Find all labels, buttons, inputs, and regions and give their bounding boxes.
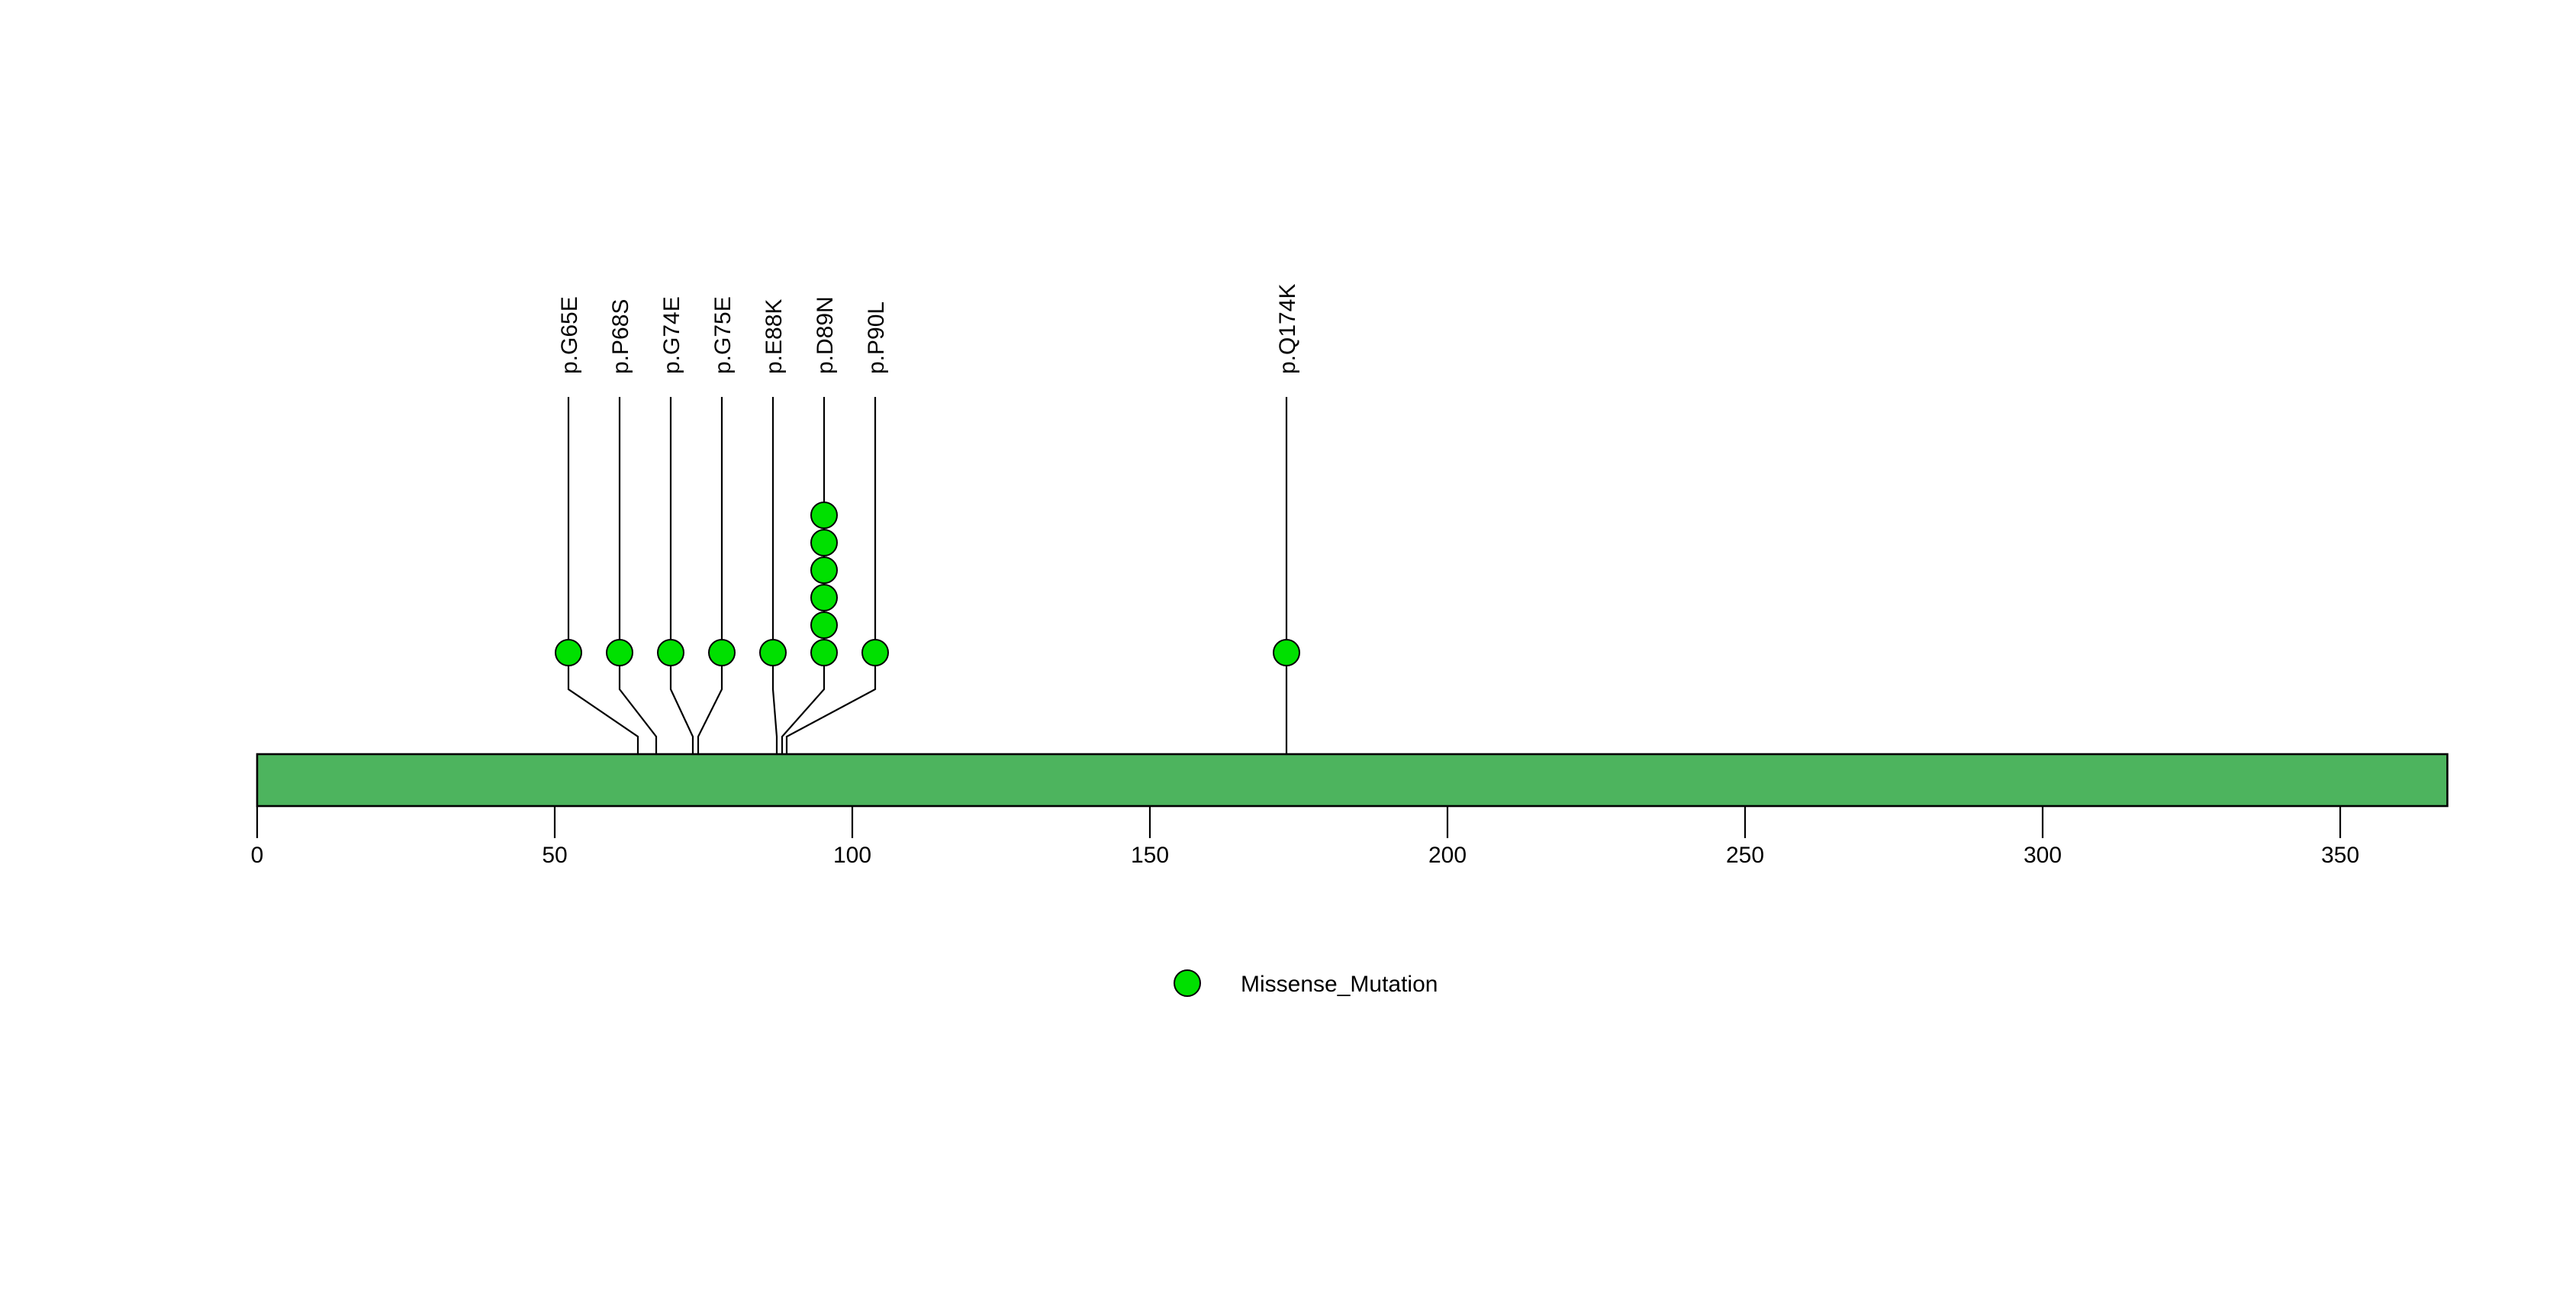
mutation-marker-circle[interactable] — [810, 584, 838, 611]
mutation-marker-circle[interactable] — [555, 639, 582, 666]
axis-tick-label: 250 — [1726, 843, 1764, 868]
mutation-marker-circle[interactable] — [810, 529, 838, 556]
mutation-label: p.P90L — [864, 302, 889, 374]
mutation-markers-group — [555, 501, 1300, 666]
mutation-marker-circle[interactable] — [810, 501, 838, 529]
mutation-label: p.E88K — [762, 299, 787, 374]
mutation-label: p.G75E — [710, 296, 736, 374]
mutation-marker-circle[interactable] — [606, 639, 633, 666]
legend-entry-label[interactable]: Missense_Mutation — [1241, 972, 1438, 997]
mutation-label: p.P68S — [608, 299, 633, 374]
mutation-marker-circle[interactable] — [810, 639, 838, 666]
axis-tick-label: 300 — [2024, 843, 2062, 868]
axis-tick-label: 350 — [2321, 843, 2359, 868]
position-axis-group: 0 50 100 150 200 250 300 350 — [251, 806, 2359, 868]
mutation-label: p.D89N — [813, 296, 838, 374]
mutation-marker-circle[interactable] — [657, 639, 684, 666]
mutation-marker-circle[interactable] — [861, 639, 889, 666]
mutation-marker-circle[interactable] — [810, 556, 838, 584]
axis-tick-label: 100 — [833, 843, 871, 868]
mutation-marker-circle[interactable] — [810, 611, 838, 639]
mutation-marker-circle[interactable] — [1273, 639, 1300, 666]
axis-tick-label: 50 — [542, 843, 567, 868]
axis-tick-label: 0 — [251, 843, 264, 868]
axis-tick-label: 200 — [1428, 843, 1467, 868]
mutation-marker-circle[interactable] — [708, 639, 736, 666]
chart-legend-group: Missense_Mutation — [1174, 969, 1438, 997]
legend-marker-circle[interactable] — [1174, 969, 1201, 997]
mutation-stems-group — [567, 397, 1288, 806]
mutation-label: p.Q174K — [1275, 284, 1300, 374]
mutation-labels-group: p.G65E p.P68S p.G74E p.G75E p.E88K p.D89N p.P9… — [557, 284, 1300, 374]
protein-backbone-bar — [256, 753, 2449, 808]
mutation-label: p.G65E — [557, 296, 582, 374]
mutation-marker-circle[interactable] — [759, 639, 787, 666]
axis-tick-label: 150 — [1131, 843, 1169, 868]
mutation-label: p.G74E — [659, 296, 684, 374]
protein-domain-group — [256, 753, 2449, 808]
